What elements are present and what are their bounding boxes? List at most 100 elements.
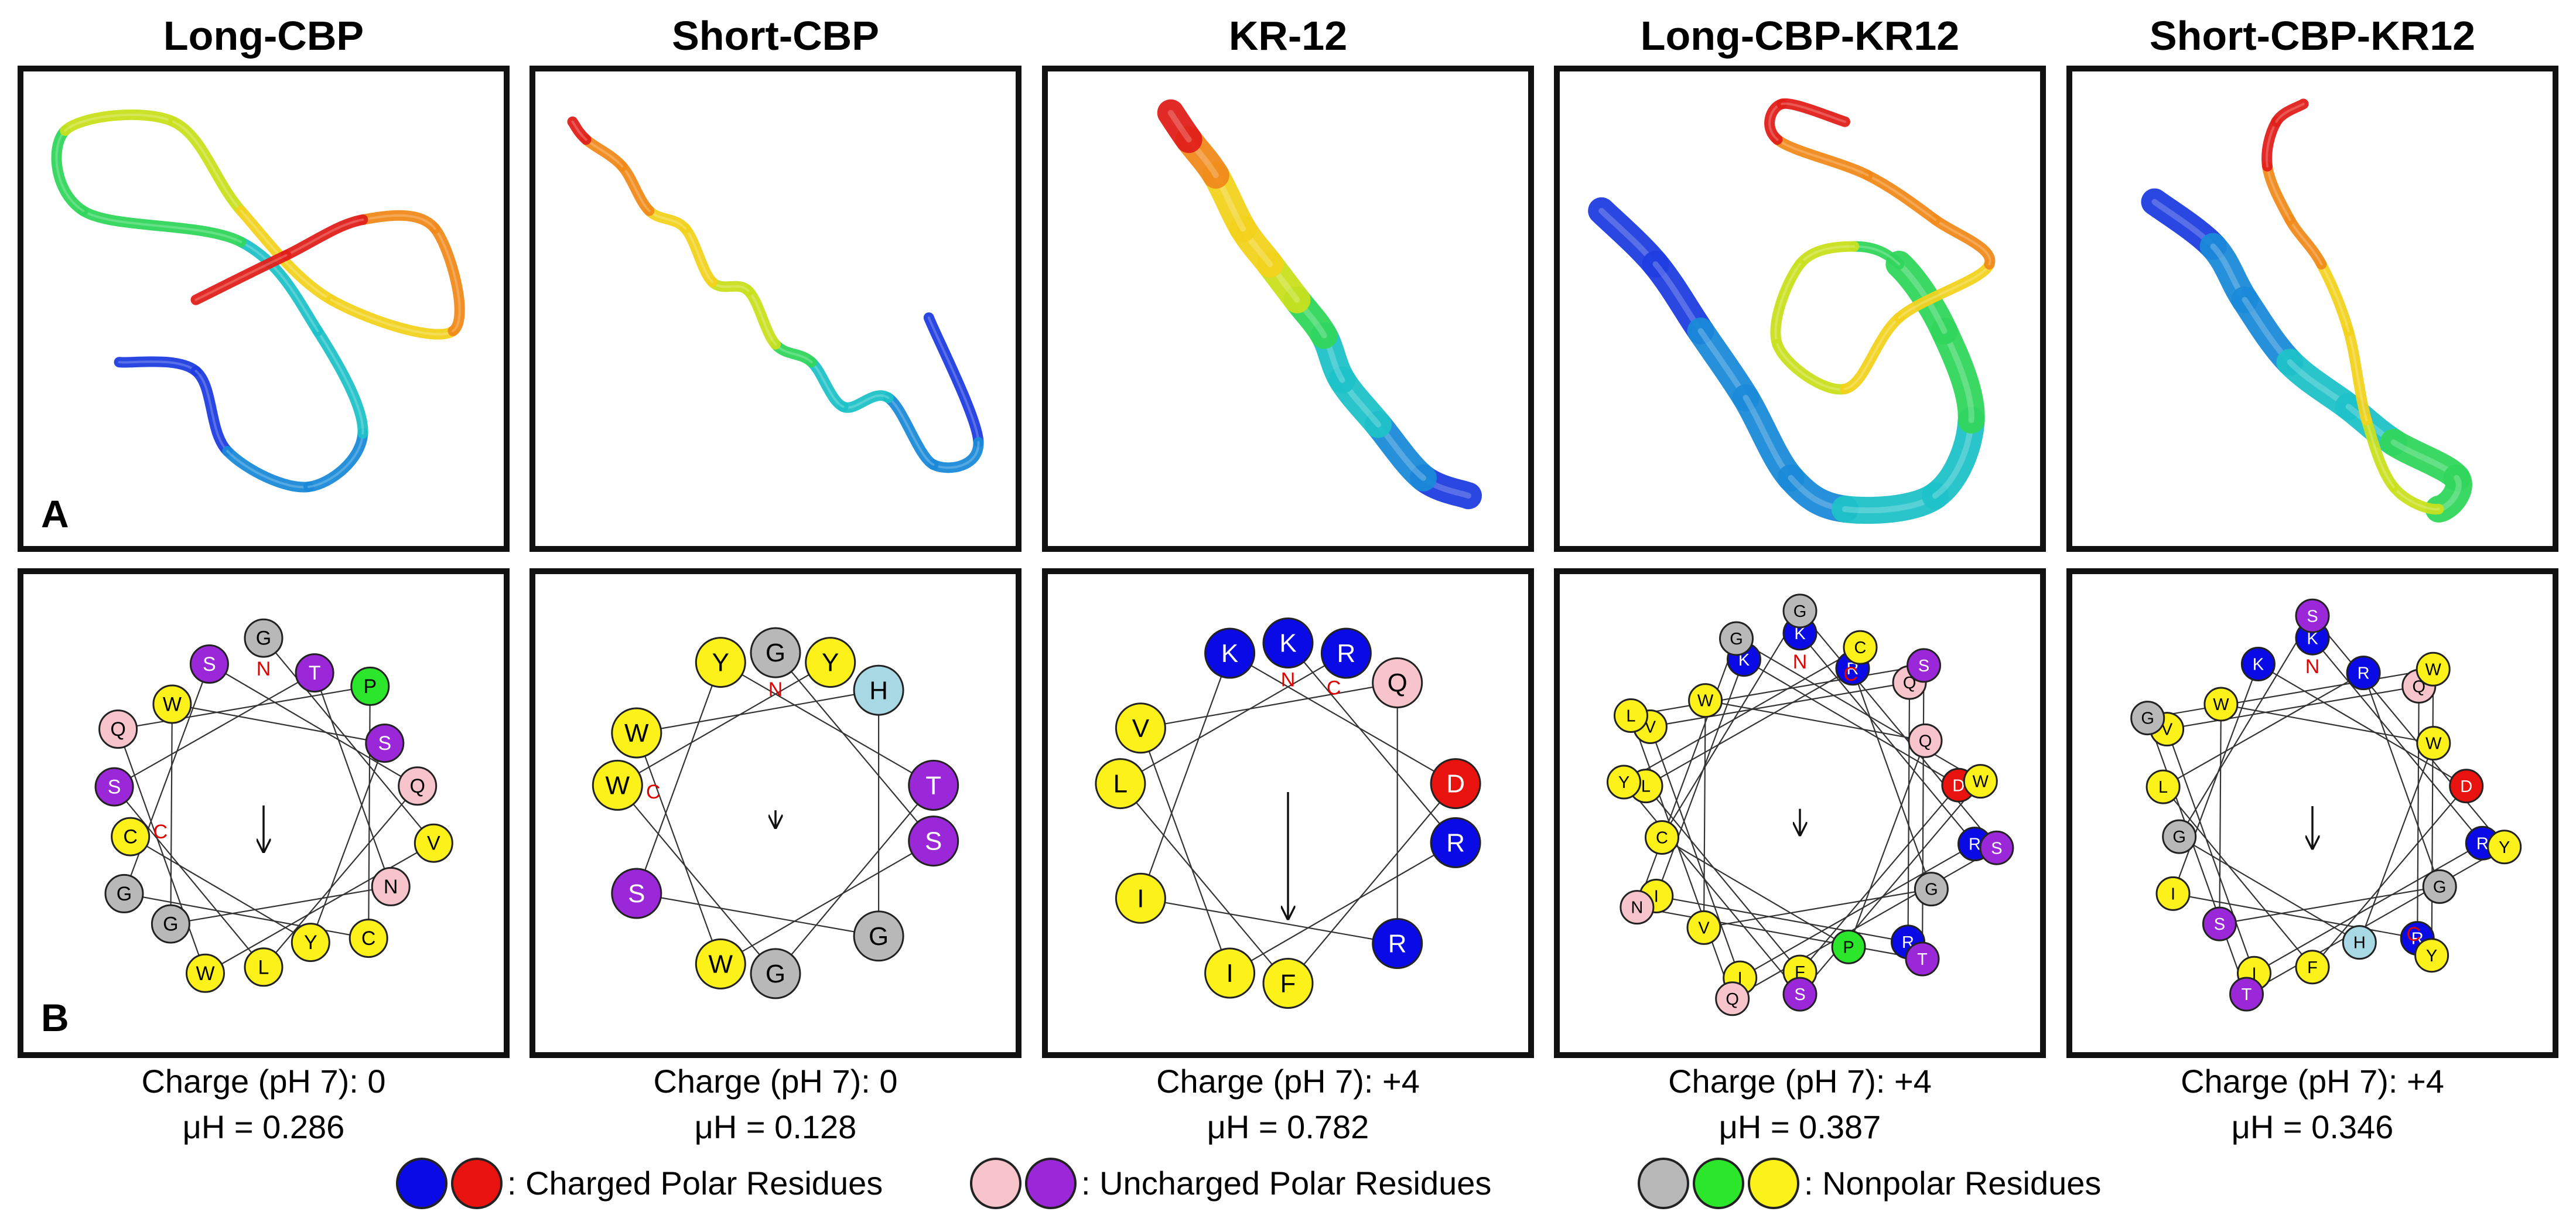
residue-letter: S [1918, 657, 1929, 675]
wheel-connector [1661, 610, 1801, 838]
residue: W [186, 953, 225, 993]
charge-label: Charge (pH 7): +4 [1156, 1063, 1420, 1100]
ribbon-segment [680, 223, 718, 288]
ribbon-segment [2388, 482, 2444, 515]
residue: W [2416, 651, 2451, 687]
wheel-connector [170, 886, 391, 925]
wheel-connector [1740, 843, 1976, 979]
residue-letter: G [2433, 878, 2447, 897]
residue-letter: C [123, 826, 138, 848]
residue-circle [592, 759, 643, 811]
residue-letter: S [203, 653, 216, 675]
structure-panel-frame [529, 66, 1021, 552]
residue-letter: G [163, 913, 178, 936]
residue-letter: W [624, 719, 649, 748]
residue-letter: W [1973, 773, 1989, 791]
residue: L [2145, 769, 2181, 804]
residue: S [1907, 648, 1941, 683]
residue-circle [1905, 941, 1940, 977]
residue-letter: Q [1726, 990, 1739, 1009]
wheel-connector [1799, 610, 1997, 848]
wheel-connector [1703, 888, 1932, 929]
wheel-connector [2312, 637, 2483, 844]
ribbon-highlight [2320, 263, 2350, 332]
ribbon-segment [429, 223, 465, 336]
wheel-connector [170, 704, 173, 924]
residue: S [1782, 977, 1817, 1012]
residue-circle [1914, 872, 1949, 907]
residue-circle [1372, 657, 1423, 708]
residue-circle [295, 653, 334, 693]
residue-letter: S [1991, 839, 2002, 858]
residue: T [295, 653, 334, 693]
residue-circle [350, 666, 390, 706]
residue-letter: G [766, 639, 785, 667]
residue-letter: Y [712, 649, 729, 677]
legend-swatch [970, 1158, 1021, 1209]
residue: R [1320, 627, 1372, 679]
residue-letter: V [1645, 718, 1656, 737]
wheel-connector [1799, 780, 1981, 995]
legend-swatch [1693, 1158, 1744, 1209]
residue-circle [1645, 820, 1679, 855]
ribbon-highlight [2275, 103, 2305, 123]
ribbon-segment [2262, 161, 2295, 225]
residue-letter: I [2171, 885, 2175, 904]
residue: G [2422, 869, 2457, 904]
residue-letter: I [1226, 959, 1233, 988]
residue-circle [1908, 723, 1943, 758]
residue-circle [349, 919, 388, 958]
peptide-title: Short-CBP [672, 13, 879, 59]
residue-letter: R [1847, 660, 1859, 678]
ribbon-highlight [1776, 138, 1869, 176]
wheel-connector [636, 732, 722, 964]
wheel-connector [2147, 668, 2434, 719]
ribbon-segment [1772, 339, 1850, 395]
residue: S [2202, 906, 2237, 941]
residue: C [1645, 820, 1679, 855]
residue-letter: L [1626, 707, 1635, 726]
wheel-connector [1848, 741, 1926, 947]
ribbon-highlight [2365, 419, 2395, 488]
residue-circle [291, 923, 330, 963]
wheel-connector [117, 729, 206, 974]
wheel-connector [1623, 647, 1861, 783]
wheel-connector [1229, 653, 1456, 784]
residue-letter: W [2213, 695, 2229, 714]
residue-letter: Q [1388, 669, 1407, 698]
residue-circle [1907, 648, 1941, 683]
wheel-connector [1120, 783, 1289, 984]
wheel-connector [1120, 653, 1347, 784]
residue: Q [398, 766, 438, 806]
residue: Q [1715, 981, 1750, 1016]
residue-letter: S [2214, 915, 2225, 934]
residue-letter: W [196, 963, 214, 985]
residue-circle [111, 817, 151, 857]
residue-letter: W [163, 694, 182, 716]
residue-circle [611, 707, 662, 759]
residue-letter: L [1641, 777, 1651, 796]
wheel-connector [2359, 743, 2434, 943]
residue-circle [244, 618, 283, 658]
residue-letter: R [2476, 834, 2489, 853]
residue: G [1914, 872, 1949, 907]
wheel-connector [1649, 726, 1741, 978]
residue-circle [1963, 764, 1998, 799]
wheel-connector [720, 661, 934, 786]
ribbon-segment [1840, 312, 1905, 394]
residue-circle [189, 644, 229, 684]
residue-circle [186, 953, 225, 993]
legend: : Charged Polar Residues: Uncharged Pola… [396, 1158, 2101, 1209]
wheel-connectors [1120, 642, 1456, 984]
ribbon-segment [1770, 259, 1805, 350]
residue-letter: H [869, 676, 888, 705]
ribbon-highlight [2347, 330, 2368, 421]
residue-circle [2295, 950, 2330, 985]
ribbon-segment [2316, 259, 2354, 336]
residue-letter: F [2307, 958, 2318, 977]
residue: K [2240, 647, 2276, 681]
residue: H [2342, 925, 2377, 960]
residue-letter: L [1113, 770, 1128, 799]
residue-letter: V [1698, 919, 1710, 938]
